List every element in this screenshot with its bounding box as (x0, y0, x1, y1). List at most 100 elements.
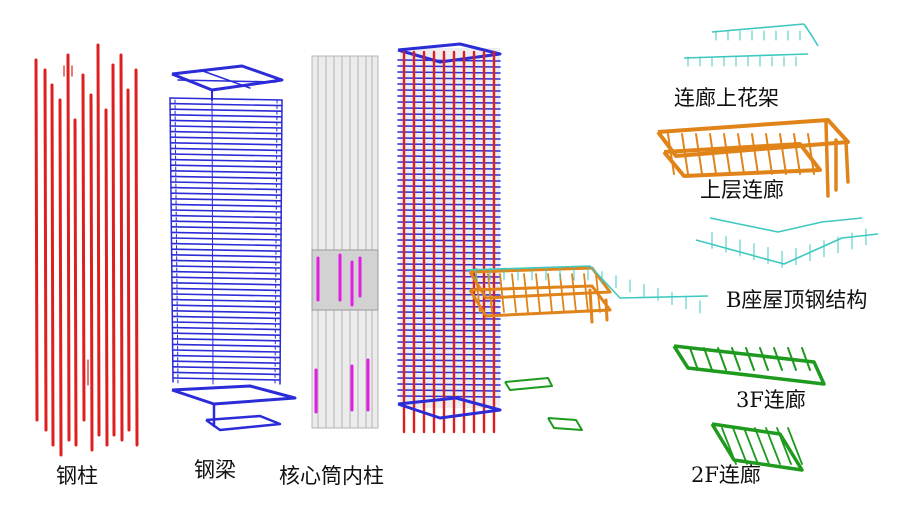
steel-beam-floor-33 (171, 281, 282, 286)
corridor-2f-rung-5 (776, 427, 792, 465)
steel-column-9 (104, 108, 109, 447)
steel-beam-floor-39 (171, 315, 282, 320)
bridge-truss-bottom (468, 284, 612, 318)
steel-beam-floor-47 (171, 360, 281, 365)
beam-base-lower (205, 414, 282, 432)
steel-beam-floor-16 (170, 186, 283, 191)
steel-beam-floor-43 (171, 337, 282, 342)
steel-beam-floor-49 (172, 371, 281, 376)
steel-beam-floor-5 (169, 125, 283, 129)
steel-beam-floor-6 (169, 130, 283, 135)
tower-roof-outline (397, 42, 502, 64)
bridge-truss-web-5 (535, 273, 541, 313)
steel-beam-floor-15 (170, 181, 283, 185)
upper-corridor-web-1 (681, 133, 689, 175)
bridge-assembly-group (465, 265, 709, 324)
steel-column-4 (66, 53, 71, 442)
steel-beam-floor-28 (170, 254, 282, 258)
assembled-tower-group (397, 42, 502, 434)
steel-column-6 (81, 73, 86, 422)
steel-beam-floor-42 (171, 332, 282, 337)
bridge-truss-web-10 (595, 273, 601, 313)
beam-roof-outline (171, 64, 284, 92)
steel-columns-group (34, 43, 139, 457)
bridge-truss-web-0 (475, 273, 481, 313)
core-tube-band (311, 249, 379, 311)
steel-column-5 (73, 118, 78, 447)
upper-corridor-web-6 (751, 133, 759, 175)
steel-beam-floor-38 (171, 309, 282, 314)
steel-column-12 (126, 88, 131, 432)
bridge-truss-web-1 (487, 273, 493, 313)
corridor-3f-rung-7 (787, 347, 797, 371)
corridor-2f-rung-0 (721, 427, 737, 465)
steel-beam-floor-11 (169, 158, 283, 163)
label-core-inner-column: 核心筒内柱 (279, 464, 384, 488)
steel-beam-floor-46 (171, 354, 281, 359)
beam-roof-brace-b (199, 69, 251, 89)
steel-beam-floor-14 (170, 175, 283, 180)
steel-beam-floor-13 (169, 170, 283, 174)
label-b-roof-steel: B座屋顶钢结构 (726, 288, 868, 312)
label-steel-beam: 钢梁 (194, 458, 236, 482)
beam-edge-right (279, 99, 283, 385)
steel-column-11 (119, 53, 124, 442)
bridge-support-b (604, 298, 609, 322)
corridor-3f-rung-5 (759, 347, 769, 371)
upper-corridor-web-7 (765, 133, 773, 175)
loose-corridor-2f (547, 417, 583, 431)
steel-beam-floor-36 (171, 298, 282, 303)
steel-beam-floor-18 (170, 198, 283, 202)
steel-beam-floor-4 (169, 119, 283, 124)
corridor-2f-rung-4 (765, 427, 781, 465)
corridor-3f-rung-1 (703, 347, 713, 371)
steel-beam-floor-45 (171, 349, 282, 353)
upper-corridor-web-10 (807, 133, 815, 175)
corridor-2f-rung-3 (754, 427, 770, 465)
label-corridor-2f: 2F连廊 (691, 463, 761, 487)
corridor-3f-frame (672, 344, 826, 386)
steel-beam-floor-27 (170, 248, 282, 252)
corridor-2f-rung-6 (787, 427, 803, 465)
bridge-roof-rail (465, 265, 709, 299)
label-corridor-top-pergola: 连廊上花架 (674, 86, 779, 110)
loose-corridor-3f (504, 377, 553, 391)
beam-roof-brace-a (177, 79, 277, 83)
steel-beam-floor-24 (170, 231, 282, 236)
steel-beam-floor-32 (171, 276, 282, 281)
roof-steel-upper-rail (709, 217, 863, 233)
steel-beam-floor-34 (171, 287, 282, 292)
corridor-3f-rung-3 (731, 347, 741, 371)
steel-beam-floor-1 (169, 102, 283, 107)
steel-beam-floor-31 (171, 270, 282, 275)
steel-beam-floor-22 (170, 220, 282, 224)
steel-beam-floor-17 (170, 192, 283, 196)
bridge-truss-web-3 (511, 273, 517, 313)
steel-beam-floor-30 (170, 265, 282, 269)
steel-beam-floor-0 (169, 97, 283, 101)
upper-corridor-web-4 (723, 133, 731, 175)
upper-corridor-leg-b (844, 140, 850, 184)
steel-beam-floor-35 (171, 293, 282, 297)
steel-beam-floor-41 (171, 326, 282, 331)
steel-beam-floor-2 (169, 108, 283, 112)
bridge-support-a (588, 288, 594, 324)
beam-base-outline (171, 384, 297, 406)
beam-edge-left (169, 97, 174, 383)
steel-beam-floor-9 (169, 147, 283, 152)
corridor-3f-rung-4 (745, 347, 755, 371)
steel-beam-floor-40 (171, 321, 282, 325)
steel-column-13 (134, 68, 139, 447)
upper-corridor-web-8 (779, 133, 787, 175)
pergola-top-rail-b (683, 53, 809, 59)
steel-beam-floor-44 (171, 343, 282, 348)
bridge-truss-web-4 (523, 273, 529, 313)
bridge-truss-web-7 (559, 273, 565, 313)
steel-beam-floor-10 (169, 153, 283, 157)
corridor-3f-rung-6 (773, 347, 783, 371)
core-tube-group (311, 55, 379, 429)
steel-beam-floor-7 (169, 136, 283, 140)
tower-base-outline (397, 396, 502, 420)
steel-beam-floor-25 (170, 237, 282, 241)
